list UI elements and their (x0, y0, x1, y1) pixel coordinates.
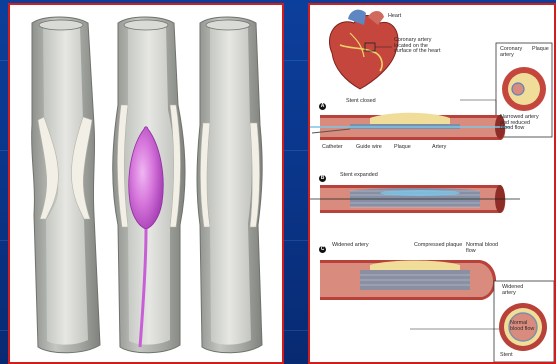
angioplasty-vessels-illustration (10, 5, 282, 362)
inset-bottom-caption: Stent (500, 353, 513, 359)
angioplasty-illustration-panel (8, 3, 284, 364)
step-c-top-label: Compressed plaque (414, 243, 462, 249)
step-b-artery (310, 185, 520, 213)
vessel-narrowed (32, 17, 100, 353)
heart-illustration (329, 10, 398, 89)
inset-top-title-left: Coronary artery (500, 47, 522, 58)
inset-bottom-title: Widened artery (502, 285, 523, 296)
stent-procedure-panel: Heart Coronary artery located on the sur… (308, 3, 556, 364)
step-c-left-label: Widened artery (332, 243, 369, 249)
step-a-plaque-label: Plaque (394, 145, 411, 151)
step-c-artery (320, 260, 496, 300)
step-a-artery (310, 113, 510, 140)
stent-procedure-illustration (310, 5, 554, 362)
step-letter-c: C (319, 246, 326, 253)
step-a-artery-label: Artery (432, 145, 446, 151)
step-letter-a: A (319, 103, 326, 110)
inset-top-caption: Narrowed artery and reduced blood flow (500, 115, 539, 132)
step-a-left-label: Catheter (322, 145, 343, 151)
vessel-widened (197, 17, 262, 353)
inset-bottom-ring-label: Normal blood flow (510, 321, 534, 332)
coronary-artery-label: Coronary artery located on the surface o… (394, 38, 440, 55)
step-b-top-label: Stent expanded (340, 173, 378, 179)
step-a-top-label: Stent closed (346, 99, 376, 105)
step-a-mid-label: Guide wire (356, 145, 382, 151)
step-c-bottom-label: Normal blood flow (466, 243, 506, 254)
inset-top-title-right: Plaque (532, 47, 549, 53)
step-letter-b: B (319, 175, 326, 182)
heart-label: Heart (388, 14, 401, 20)
